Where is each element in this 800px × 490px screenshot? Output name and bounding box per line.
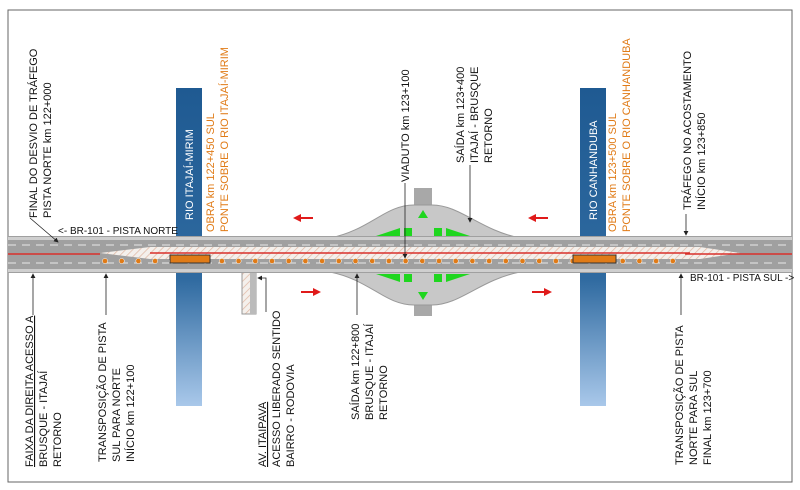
- saida-top-label-2: ITAJAÍ - BRUSQUE: [468, 67, 481, 163]
- saida-bottom-label-2: BRUSQUE - ITAJAÍ: [363, 323, 376, 420]
- bottom-labels: FAIXA DA DIREITA ACESSO A BRUSQUE - ITAJ…: [24, 310, 714, 467]
- works-zone-1: [169, 254, 211, 264]
- saida-bottom-label-3: RETORNO: [378, 365, 390, 420]
- viaduto-label: VIADUTO km 123+100: [400, 69, 412, 182]
- traffic-cone: [369, 258, 376, 264]
- arrow-left-icon: [528, 214, 548, 222]
- traffic-cone: [419, 258, 426, 264]
- faixa-label-1: FAIXA DA DIREITA ACESSO A: [24, 315, 36, 467]
- obra1-label-1: OBRA km 122+450 SUL: [205, 113, 217, 232]
- av-itaipava-road: [241, 269, 257, 315]
- traffic-cone: [452, 258, 459, 264]
- traffic-cone: [436, 258, 442, 264]
- desvio-label-2: PISTA NORTE km 122+000: [42, 82, 54, 218]
- obra1-label-2: PONTE SOBRE O RIO ITAJAÍ-MIRIM: [218, 47, 231, 232]
- saida-top-label-1: SAÍDA km 123+400: [454, 67, 467, 163]
- arrow-right-icon: [532, 288, 552, 296]
- pista-norte-label: <- BR-101 - PISTA NORTE: [58, 226, 178, 237]
- transp1-label-3: INÍCIO km 122+100: [124, 364, 137, 462]
- traffic-cone: [553, 258, 559, 264]
- traffic-cone: [653, 258, 659, 264]
- works-zone-2: [572, 254, 617, 264]
- acostamento-label-1: TRÁFEGO NO ACOSTAMENTO: [681, 50, 694, 210]
- itaipava-label-3: BAIRRO - RODOVIA: [285, 364, 297, 467]
- traffic-cone: [252, 258, 259, 264]
- transp2-label-3: FINAL km 123+700: [702, 370, 714, 465]
- leader-lines: [29, 165, 689, 315]
- traffic-cone: [619, 258, 626, 264]
- traffic-cone: [219, 258, 225, 264]
- pista-sul-label: BR-101 - PISTA SUL ->: [690, 273, 794, 284]
- obra2-label-1: OBRA km 123+500 SUL: [607, 113, 619, 232]
- green-islands: [376, 210, 470, 300]
- traffic-cone: [352, 258, 359, 264]
- traffic-cone: [135, 258, 142, 264]
- itaipava-label-1: AV. ITAIPAVA: [257, 401, 269, 467]
- traffic-cone: [152, 258, 158, 264]
- arrow-left-icon: [293, 214, 313, 222]
- traffic-cone: [269, 258, 275, 264]
- traffic-cone: [285, 258, 292, 264]
- traffic-cone: [319, 258, 325, 264]
- top-labels: FINAL DO DESVIO DE TRÁFEGO PISTA NORTE k…: [27, 38, 708, 232]
- traffic-cone: [118, 258, 125, 264]
- traffic-cone: [469, 258, 476, 264]
- traffic-cone: [402, 258, 409, 264]
- traffic-cone: [636, 258, 643, 264]
- traffic-cone: [235, 258, 242, 264]
- traffic-cone: [536, 258, 543, 264]
- desvio-label-1: FINAL DO DESVIO DE TRÁFEGO: [27, 48, 40, 218]
- saida-top-label-3: RETORNO: [483, 108, 495, 163]
- itaipava-label-2: ACESSO LIBERADO SENTIDO: [271, 310, 283, 467]
- traffic-cone: [386, 258, 392, 264]
- rio-canhanduba-label: RIO CANHANDUBA: [588, 120, 600, 220]
- traffic-cone: [486, 258, 492, 264]
- transp2-label-2: NORTE PARA SUL: [688, 371, 700, 465]
- traffic-cone: [519, 258, 526, 264]
- faixa-label-2: BRUSQUE - ITAJAÍ: [37, 370, 50, 467]
- traffic-cone: [669, 258, 676, 264]
- arrow-right-icon: [301, 288, 321, 296]
- traffic-cone: [102, 258, 108, 264]
- br-101-highway: [8, 236, 792, 273]
- transp2-label-1: TRANSPOSIÇÃO DE PISTA: [673, 325, 686, 465]
- faixa-label-3: RETORNO: [52, 412, 64, 467]
- rio-itajai-mirim-label: RIO ITAJAÍ-MIRIM: [183, 129, 196, 220]
- transp1-label-1: TRANSPOSIÇÃO DE PISTA: [96, 322, 109, 462]
- traffic-direction-arrows: [293, 214, 552, 296]
- traffic-cone: [502, 258, 509, 264]
- acostamento-label-2: INÍCIO km 123+850: [695, 112, 708, 210]
- obra2-label-2: PONTE SOBRE O RIO CANHANDUBA: [621, 38, 633, 232]
- saida-bottom-label-1: SAÍDA km 122+800: [349, 324, 362, 420]
- transp1-label-2: SUL PARA NORTE: [111, 368, 123, 462]
- traffic-cone: [335, 258, 342, 264]
- traffic-cone: [302, 258, 309, 264]
